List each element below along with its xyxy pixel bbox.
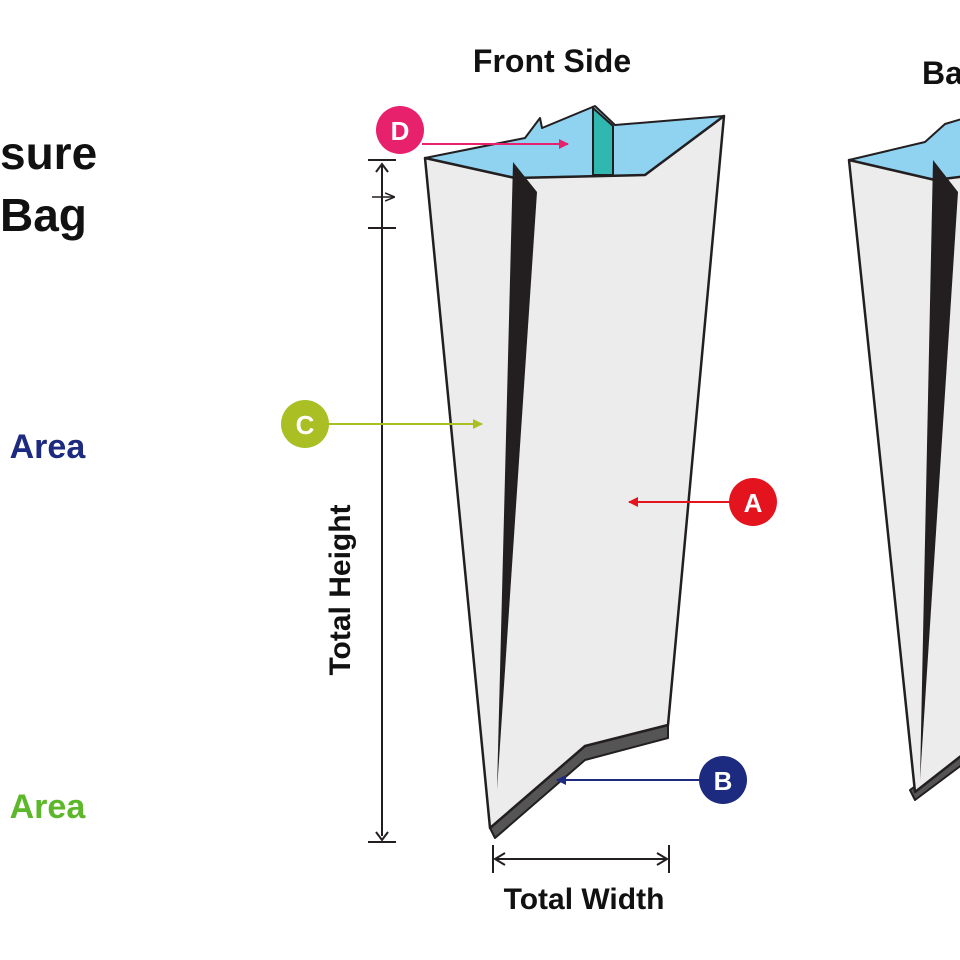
- heading-line-1: sure: [0, 127, 98, 179]
- back-bag-gusset: [920, 160, 958, 780]
- callout-a-badge: [729, 478, 777, 526]
- front-bag-top-seam: [592, 105, 614, 176]
- total-height-dimension: [368, 159, 396, 843]
- total-width-dimension: [492, 845, 670, 873]
- callout-a-letter: A: [744, 488, 763, 518]
- callout-c-letter: C: [296, 410, 315, 440]
- total-height-label: Total Height: [324, 504, 357, 675]
- back-bag: [847, 118, 960, 801]
- callout-b-badge: [699, 756, 747, 804]
- front-bag-face: [423, 114, 726, 830]
- callout-b-letter: B: [714, 766, 733, 796]
- front-side-title: Front Side: [473, 43, 631, 79]
- back-side-title: Ba: [922, 55, 960, 91]
- callout-d-badge: [376, 106, 424, 154]
- legend-label-blue: l Area: [0, 428, 86, 466]
- total-width-label: Total Width: [504, 883, 665, 916]
- legend-label-green: l Area: [0, 788, 86, 826]
- front-bag: [423, 105, 726, 839]
- callout-d-letter: D: [391, 116, 410, 146]
- callout-c-badge: [281, 400, 329, 448]
- front-bag-gusset: [497, 162, 537, 790]
- heading-line-2: Bag: [0, 189, 87, 241]
